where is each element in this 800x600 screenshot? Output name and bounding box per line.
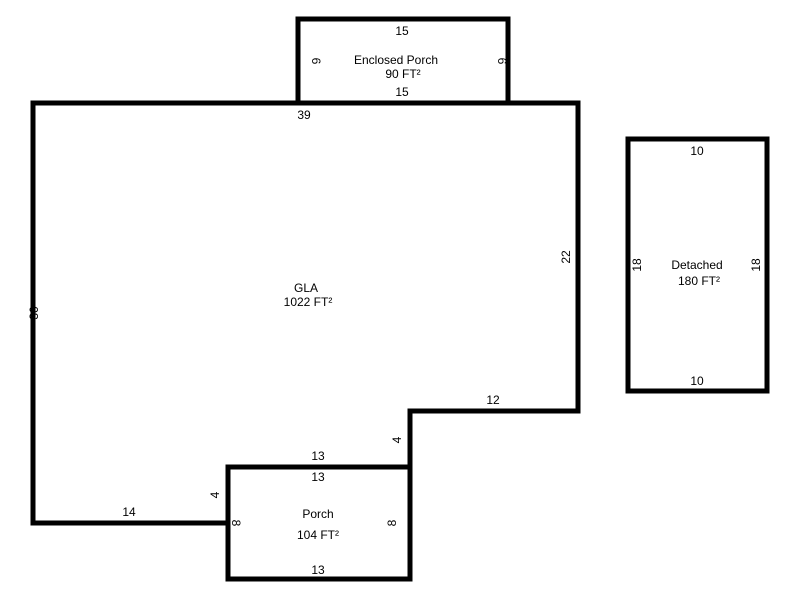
- porch-area: 13 13 4 8 8 Porch 104 FT²: [208, 464, 413, 582]
- detached-area: 10 10 18 18 Detached 180 FT²: [625, 136, 770, 394]
- gla-bottom-dim: 14: [122, 505, 136, 519]
- gla-outline[interactable]: [30, 100, 581, 526]
- gla-name: GLA: [294, 281, 318, 295]
- gla-step-lower-dim: 13: [311, 449, 325, 463]
- porch-area-value: 104 FT²: [297, 528, 339, 542]
- detached-bottom-dim: 10: [690, 374, 704, 388]
- detached-left-dim: 18: [630, 258, 644, 272]
- gla-area: 39 30 22 12 4 13 14 GLA 1022 FT²: [27, 100, 581, 526]
- detached-top-dim: 10: [690, 144, 704, 158]
- porch-right-dim: 8: [385, 519, 399, 526]
- detached-name: Detached: [671, 258, 722, 272]
- porch-top-dim: 13: [311, 470, 325, 484]
- detached-area-value: 180 FT²: [678, 274, 720, 288]
- gla-top-dim: 39: [297, 108, 311, 122]
- detached-outline[interactable]: [625, 136, 770, 394]
- enclosed-porch-name: Enclosed Porch: [354, 53, 438, 67]
- porch-name: Porch: [302, 507, 333, 521]
- enclosed-porch-area: 15 15 6 6 Enclosed Porch 90 FT²: [295, 16, 511, 106]
- porch-left-dim: 8: [229, 520, 243, 527]
- enclosed-porch-top-dim: 15: [395, 24, 409, 38]
- gla-step-side-dim: 4: [390, 436, 404, 443]
- gla-step-bottom-dim: 12: [486, 393, 500, 407]
- porch-bottom-dim: 13: [311, 563, 325, 577]
- detached-right-dim: 18: [749, 258, 763, 272]
- gla-area-value: 1022 FT²: [284, 295, 333, 309]
- porch-left-upper-dim: 4: [208, 491, 222, 498]
- enclosed-porch-left-dim: 6: [309, 58, 323, 65]
- gla-left-dim: 30: [27, 306, 41, 320]
- gla-right-dim: 22: [559, 250, 573, 264]
- enclosed-porch-area-value: 90 FT²: [385, 67, 420, 81]
- enclosed-porch-bottom-dim: 15: [395, 85, 409, 99]
- porch-outline[interactable]: [225, 464, 413, 582]
- enclosed-porch-right-dim: 6: [495, 58, 509, 65]
